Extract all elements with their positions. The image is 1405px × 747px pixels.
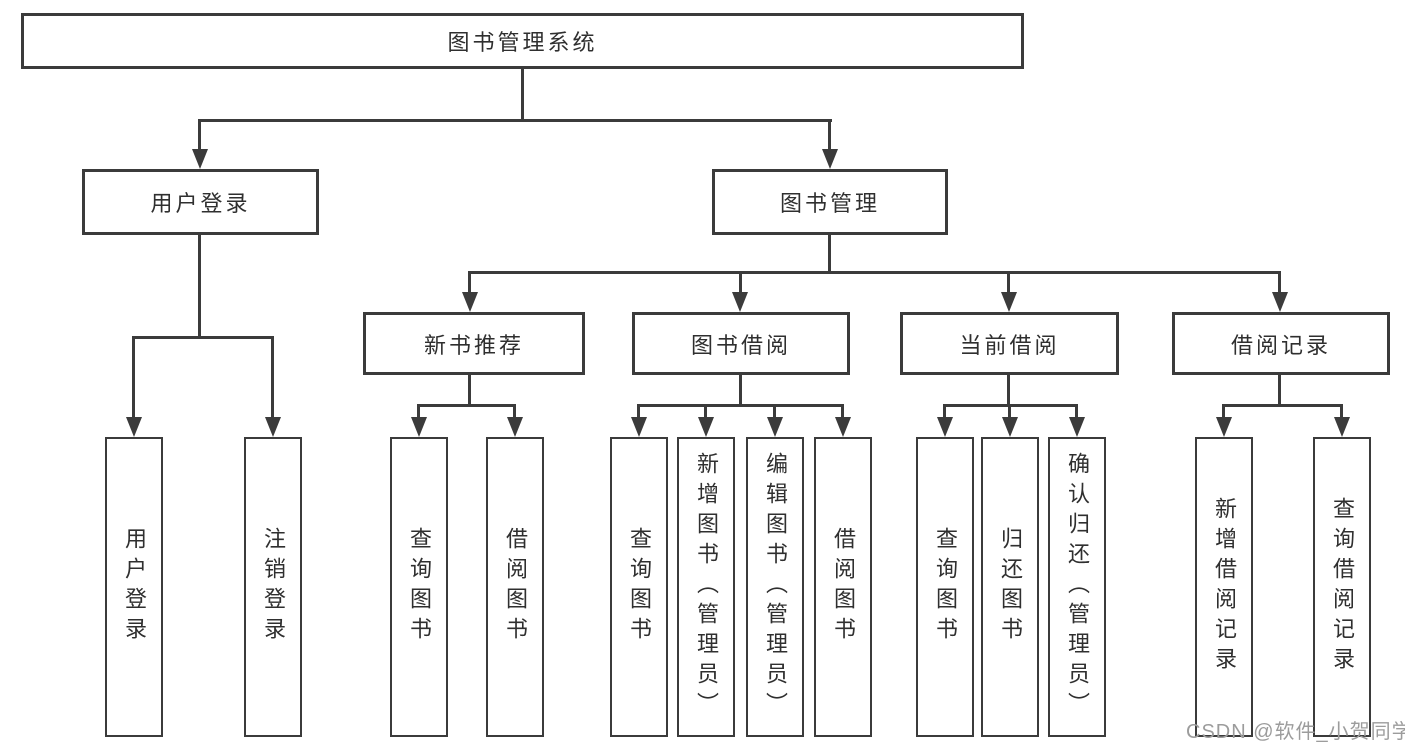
arrow-down-icon bbox=[732, 292, 748, 312]
arrow-down-icon bbox=[462, 292, 478, 312]
node-current-borrowing: 当前借阅 bbox=[900, 312, 1119, 375]
connector-line bbox=[1340, 404, 1343, 420]
connector-line bbox=[198, 119, 832, 122]
connector-line bbox=[468, 271, 1281, 274]
connector-line bbox=[773, 404, 776, 420]
leaf-newbooks-borrow: 借阅图书 bbox=[486, 437, 544, 737]
arrow-down-icon bbox=[1001, 292, 1017, 312]
node-borrowing-records: 借阅记录 bbox=[1172, 312, 1390, 375]
leaf-borrowing-search: 查询图书 bbox=[610, 437, 668, 737]
connector-line bbox=[1007, 271, 1010, 295]
connector-line bbox=[1008, 404, 1011, 420]
node-new-book-recommend: 新书推荐 bbox=[363, 312, 585, 375]
node-root: 图书管理系统 bbox=[21, 13, 1024, 69]
connector-line bbox=[1075, 404, 1078, 420]
connector-line bbox=[1278, 271, 1281, 295]
connector-line bbox=[637, 404, 844, 407]
arrow-down-icon bbox=[411, 417, 427, 437]
arrow-down-icon bbox=[1272, 292, 1288, 312]
connector-line bbox=[1007, 375, 1010, 406]
arrow-down-icon bbox=[192, 149, 208, 169]
connector-line bbox=[1222, 404, 1342, 407]
connector-line bbox=[468, 375, 471, 406]
arrow-down-icon bbox=[631, 417, 647, 437]
connector-line bbox=[198, 119, 201, 152]
arrow-down-icon bbox=[822, 149, 838, 169]
arrow-down-icon bbox=[937, 417, 953, 437]
node-book-management: 图书管理 bbox=[712, 169, 948, 235]
leaf-records-add: 新增借阅记录 bbox=[1195, 437, 1253, 737]
connector-line bbox=[132, 336, 274, 339]
connector-line bbox=[828, 119, 831, 152]
connector-line bbox=[521, 69, 524, 120]
connector-line bbox=[513, 404, 516, 420]
leaf-borrowing-borrow: 借阅图书 bbox=[814, 437, 872, 737]
arrow-down-icon bbox=[1334, 417, 1350, 437]
leaf-current-search: 查询图书 bbox=[916, 437, 974, 737]
arrow-down-icon bbox=[767, 417, 783, 437]
arrow-down-icon bbox=[1069, 417, 1085, 437]
leaf-logout: 注销登录 bbox=[244, 437, 302, 737]
connector-line bbox=[417, 404, 516, 407]
csdn-watermark: CSDN @软件_小贺同学 bbox=[1186, 721, 1405, 743]
arrow-down-icon bbox=[126, 417, 142, 437]
arrow-down-icon bbox=[507, 417, 523, 437]
connector-line bbox=[704, 404, 707, 420]
connector-line bbox=[637, 404, 640, 420]
connector-line bbox=[841, 404, 844, 420]
arrow-down-icon bbox=[698, 417, 714, 437]
connector-line bbox=[132, 336, 135, 420]
arrow-down-icon bbox=[1002, 417, 1018, 437]
node-book-borrowing: 图书借阅 bbox=[632, 312, 850, 375]
leaf-records-search: 查询借阅记录 bbox=[1313, 437, 1371, 737]
connector-line bbox=[417, 404, 420, 420]
arrow-down-icon bbox=[265, 417, 281, 437]
connector-line bbox=[468, 271, 471, 295]
connector-line bbox=[1278, 375, 1281, 406]
connector-line bbox=[198, 235, 201, 338]
node-user-login: 用户登录 bbox=[82, 169, 319, 235]
connector-line bbox=[739, 271, 742, 295]
leaf-user-login: 用户登录 bbox=[105, 437, 163, 737]
connector-line bbox=[943, 404, 946, 420]
arrow-down-icon bbox=[1216, 417, 1232, 437]
connector-line bbox=[828, 235, 831, 273]
leaf-current-confirm-admin: 确认归还（管理员） bbox=[1048, 437, 1106, 737]
connector-line bbox=[739, 375, 742, 406]
leaf-borrowing-add-admin: 新增图书（管理员） bbox=[677, 437, 735, 737]
leaf-current-return: 归还图书 bbox=[981, 437, 1039, 737]
leaf-newbooks-search: 查询图书 bbox=[390, 437, 448, 737]
connector-line bbox=[271, 336, 274, 420]
connector-line bbox=[1222, 404, 1225, 420]
arrow-down-icon bbox=[835, 417, 851, 437]
leaf-borrowing-edit-admin: 编辑图书（管理员） bbox=[746, 437, 804, 737]
